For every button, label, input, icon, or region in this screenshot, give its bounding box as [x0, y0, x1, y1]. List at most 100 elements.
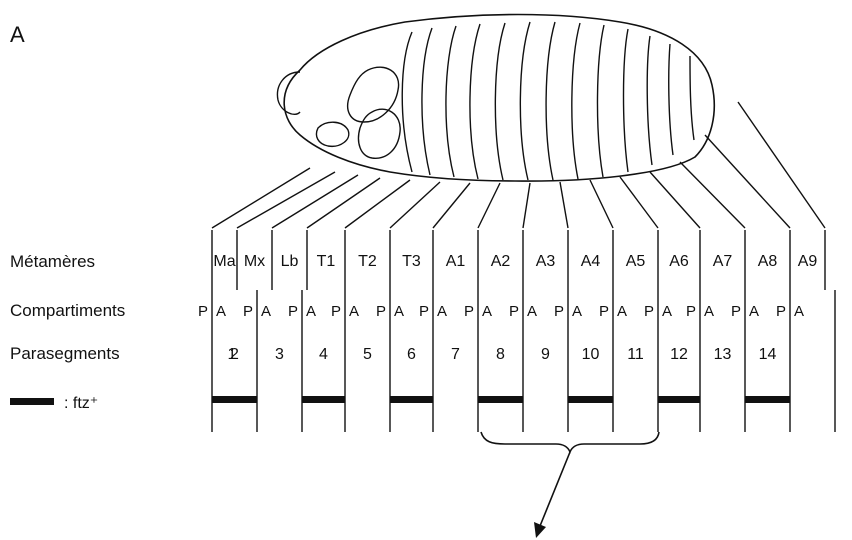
connector-line [477, 182, 501, 229]
ftz-expression-bars [212, 396, 790, 403]
compartment-anterior: A [617, 303, 627, 320]
compartment-posterior: P [198, 303, 208, 320]
metamere-label: T3 [402, 253, 421, 270]
row-label-metameres: Métamères [10, 252, 95, 271]
connector-line [559, 181, 569, 229]
metamere-label: A5 [626, 253, 646, 270]
ftz-bar [390, 396, 433, 403]
ftz-bar [568, 396, 613, 403]
segment-fold [689, 55, 695, 141]
panel-label: A [10, 22, 25, 47]
arrow-shaft [539, 451, 571, 527]
ftz-bar [478, 396, 523, 403]
embryo-drawing [276, 13, 716, 182]
head-lobe-upper [346, 66, 400, 123]
segment-fold [596, 24, 605, 178]
metamere-label: T2 [358, 253, 377, 270]
compartment-anterior: A [306, 303, 316, 320]
compartment-posterior: P [288, 303, 298, 320]
compartment-anterior: A [527, 303, 537, 320]
compartment-anterior: A [572, 303, 582, 320]
connector-line [589, 179, 614, 229]
parasegment-label: 1 [228, 346, 237, 363]
metamere-label: Mx [244, 253, 265, 270]
parasegment-label: 5 [363, 346, 372, 363]
parasegment-bracket [480, 431, 660, 538]
ftz-bar [658, 396, 700, 403]
head-lobe-mid [315, 121, 350, 147]
legend: : ftz⁺ [10, 395, 98, 412]
row-label-compartiments: Compartiments [10, 301, 125, 320]
metamere-label: A7 [713, 253, 733, 270]
metamere-label: Ma [213, 253, 235, 270]
connector-line [306, 177, 381, 229]
compartment-anterior: A [794, 303, 804, 320]
segment-connector-lines [211, 101, 826, 229]
compartment-posterior: P [509, 303, 519, 320]
compartment-anterior: A [261, 303, 271, 320]
parasegment-label: 12 [670, 346, 688, 363]
metamere-label: A3 [536, 253, 556, 270]
segment-fold [494, 22, 506, 181]
compartment-posterior: P [419, 303, 429, 320]
compartment-anterior: A [216, 303, 226, 320]
compartment-anterior: A [349, 303, 359, 320]
metamere-label: T1 [317, 253, 336, 270]
connector-line [704, 134, 791, 229]
connector-line [236, 171, 336, 229]
compartment-posterior: P [644, 303, 654, 320]
connector-line [389, 181, 441, 229]
segment-fold [668, 43, 674, 156]
metamere-label: A1 [446, 253, 466, 270]
ftz-bar [302, 396, 345, 403]
connector-line [522, 182, 531, 229]
compartment-posterior: P [599, 303, 609, 320]
parasegment-label: 3 [275, 346, 284, 363]
connector-line [679, 161, 746, 229]
arrow-head [534, 522, 546, 538]
compartment-posterior: P [376, 303, 386, 320]
head-lobe-lower [357, 108, 401, 159]
compartment-anterior: A [704, 303, 714, 320]
parasegment-label: 7 [451, 346, 460, 363]
compartment-posterior: P [464, 303, 474, 320]
compartment-anterior: A [662, 303, 672, 320]
segment-fold [445, 25, 457, 178]
compartment-posterior: P [731, 303, 741, 320]
segment-fold [401, 31, 413, 173]
metamere-label: A6 [669, 253, 689, 270]
connector-line [649, 171, 701, 229]
embryo-outline [283, 13, 716, 182]
segment-fold [571, 22, 581, 180]
parasegment-label: 13 [714, 346, 732, 363]
compartment-posterior: P [243, 303, 253, 320]
compartment-anterior: A [437, 303, 447, 320]
metamere-label: A2 [491, 253, 511, 270]
metamere-label: A8 [758, 253, 778, 270]
compartment-posterior: P [686, 303, 696, 320]
bracket [480, 431, 660, 455]
legend-ftz-swatch [10, 398, 54, 405]
parasegment-label: 14 [759, 346, 777, 363]
parasegment-label: 11 [627, 346, 644, 363]
compartment-anterior: A [394, 303, 404, 320]
segment-fold [545, 21, 556, 181]
head-lobe-outer [276, 71, 301, 116]
compartment-anterior: A [482, 303, 492, 320]
segment-fold [646, 35, 653, 166]
parasegment-boundaries [211, 290, 836, 432]
compartment-posterior: P [331, 303, 341, 320]
parasegment-label: 6 [407, 346, 416, 363]
ftz-bar [745, 396, 790, 403]
row-label-parasegments: Parasegments [10, 344, 120, 363]
parasegment-label: 4 [319, 346, 328, 363]
ftz-bar [212, 396, 257, 403]
metamere-label: Lb [281, 253, 299, 270]
connector-line [211, 167, 311, 229]
compartment-posterior: P [554, 303, 564, 320]
parasegment-label: 10 [582, 346, 600, 363]
segment-fold [469, 23, 481, 180]
